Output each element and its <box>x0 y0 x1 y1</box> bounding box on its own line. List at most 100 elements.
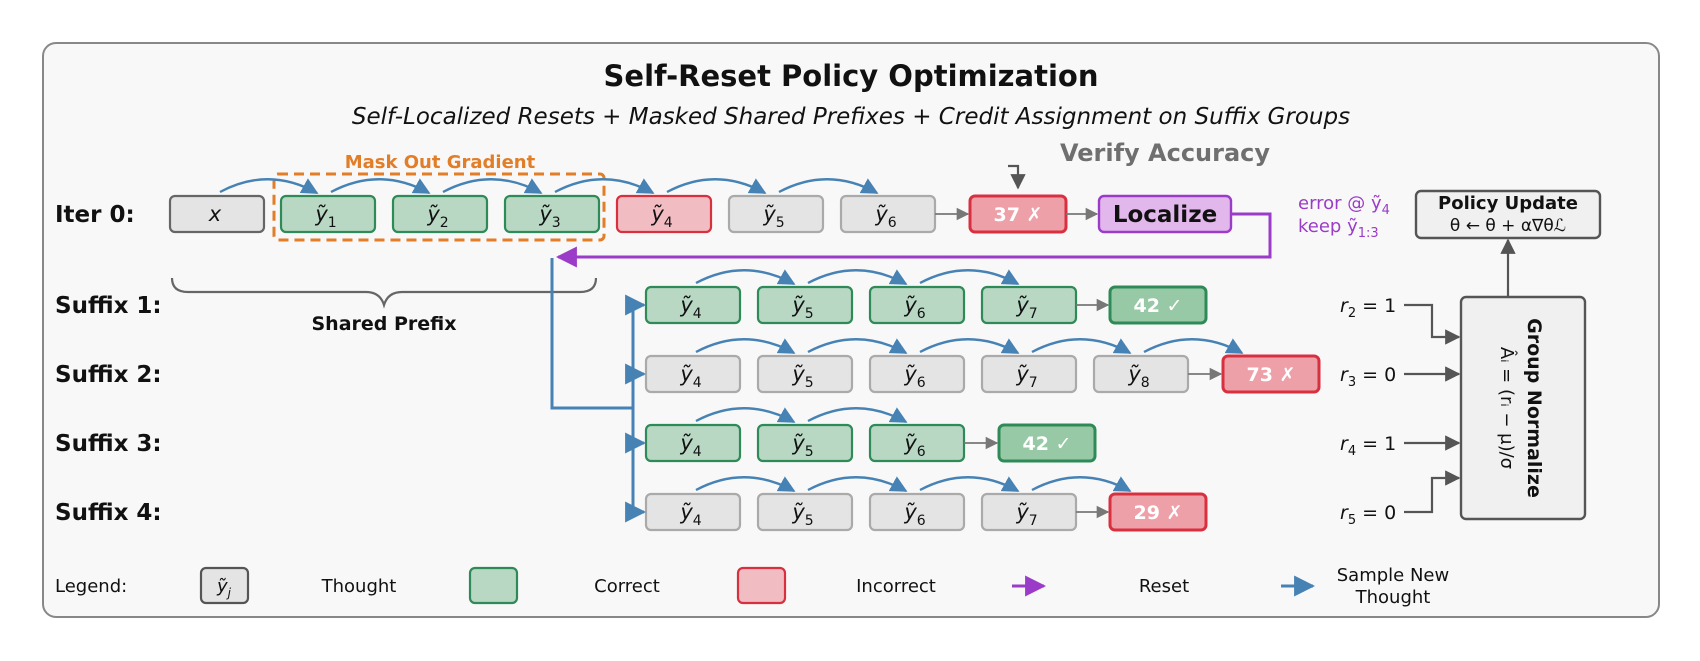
policy-update-formula: θ ← θ + α∇θℒ <box>1450 216 1566 236</box>
sample-arc <box>330 178 431 195</box>
reset-arrow <box>555 212 1272 268</box>
sample-arc <box>442 178 543 195</box>
answer-label: 42 ✓ <box>1134 295 1183 317</box>
sample-arc <box>695 338 796 355</box>
token-box <box>756 354 854 394</box>
legend-reset-label: Reset <box>1139 576 1189 597</box>
legend-incorrect-label: Incorrect <box>856 576 936 597</box>
token-label: ỹ3 <box>538 202 560 231</box>
answer-label: 42 ✓ <box>1023 433 1072 455</box>
legend-title: Legend: <box>55 576 127 597</box>
branch-trunk <box>550 258 633 410</box>
token-label: ỹ6 <box>903 293 925 322</box>
token-label: ỹ4 <box>650 202 672 231</box>
shared-prefix-label: Shared Prefix <box>311 313 456 335</box>
error-note: error @ ỹ4 keep ỹ1:3 <box>1298 193 1390 241</box>
sample-arc <box>666 178 767 195</box>
token-label: x <box>208 202 222 226</box>
reward-arrow <box>1404 303 1461 345</box>
sample-arc <box>919 338 1020 355</box>
answer-box <box>1108 285 1208 325</box>
sample-arc <box>807 338 908 355</box>
token-label: ỹ4 <box>679 293 701 322</box>
token-label: ỹ1 <box>314 202 336 231</box>
token-label: ỹ7 <box>1015 293 1037 322</box>
token-label: ỹ8 <box>1127 362 1149 391</box>
token-box <box>503 194 601 234</box>
sample-arc <box>554 178 655 195</box>
legend-sample-label-1: Sample New <box>1337 565 1449 586</box>
verify-label: Verify Accuracy <box>1060 139 1270 167</box>
legend-correct-label: Correct <box>594 576 660 597</box>
reward-label: r4 = 1 <box>1340 433 1396 459</box>
token-label: ỹ4 <box>679 500 701 529</box>
localize-label: Localize <box>1113 202 1217 228</box>
token-label: ỹ4 <box>679 431 701 460</box>
token-label: ỹ5 <box>791 293 813 322</box>
legend-swatch-text: ỹj <box>216 576 232 600</box>
sample-arc <box>807 269 908 286</box>
answer-box <box>1108 492 1208 532</box>
token-box <box>868 354 966 394</box>
sample-arc <box>1031 338 1132 355</box>
token-label: ỹ5 <box>791 362 813 391</box>
legend-thought-label: Thought <box>321 576 397 597</box>
legend: Legend: ỹj Thought Correct Incorrect Res… <box>55 565 1449 608</box>
reward-label: r5 = 0 <box>1340 502 1396 528</box>
policy-update-box <box>1414 189 1602 240</box>
group-normalize-title: Group Normalize <box>1523 318 1545 498</box>
token-label: ỹ6 <box>903 500 925 529</box>
sample-arc <box>219 178 319 195</box>
mask-region <box>272 172 606 242</box>
sample-arc <box>695 269 796 286</box>
policy-update-title: Policy Update <box>1438 193 1578 214</box>
sample-arc <box>695 476 796 493</box>
row-label: Suffix 4: <box>55 500 162 526</box>
sample-arc <box>1031 476 1132 493</box>
token-box <box>615 194 713 234</box>
sample-arc <box>695 407 796 424</box>
token-box <box>756 423 854 463</box>
token-label: ỹ5 <box>791 500 813 529</box>
token-label: ỹ7 <box>1015 362 1037 391</box>
localize-box <box>1097 194 1233 234</box>
token-label: ỹ4 <box>679 362 701 391</box>
token-box <box>868 285 966 325</box>
answer-label: 37 ✗ <box>994 204 1043 226</box>
token-box <box>279 194 377 234</box>
group-normalize-box <box>1459 295 1587 521</box>
token-box <box>727 194 825 234</box>
sample-arc <box>919 476 1020 493</box>
token-label: ỹ5 <box>791 431 813 460</box>
diagram-subtitle: Self-Localized Resets + Masked Shared Pr… <box>352 104 1350 130</box>
row-label: Suffix 1: <box>55 293 162 319</box>
token-box <box>391 194 489 234</box>
reward-label: r2 = 1 <box>1340 295 1396 321</box>
error-note-line1: error @ ỹ4 <box>1298 193 1390 218</box>
token-label: ỹ6 <box>903 431 925 460</box>
legend-incorrect-swatch <box>736 566 787 605</box>
answer-box <box>997 423 1097 463</box>
legend-thought-swatch <box>199 566 250 605</box>
token-label: ỹ7 <box>1015 500 1037 529</box>
token-box <box>868 492 966 532</box>
sample-arc <box>807 407 908 424</box>
legend-sample-label-2: Thought <box>1355 587 1431 608</box>
answer-box <box>1221 354 1321 394</box>
row-label: Suffix 3: <box>55 431 162 457</box>
sample-arc <box>919 269 1020 286</box>
token-label: ỹ6 <box>903 362 925 391</box>
token-box <box>756 285 854 325</box>
diagram-title: Self-Reset Policy Optimization <box>604 59 1099 93</box>
reward-label: r3 = 0 <box>1340 364 1396 390</box>
token-box <box>756 492 854 532</box>
sample-arc <box>807 476 908 493</box>
verify-arrow <box>1008 164 1026 190</box>
token-box <box>168 194 266 234</box>
error-note-line2: keep ỹ1:3 <box>1298 216 1379 241</box>
shared-prefix-brace <box>170 277 598 309</box>
token-label: ỹ2 <box>426 202 448 231</box>
mask-label: Mask Out Gradient <box>345 152 536 173</box>
